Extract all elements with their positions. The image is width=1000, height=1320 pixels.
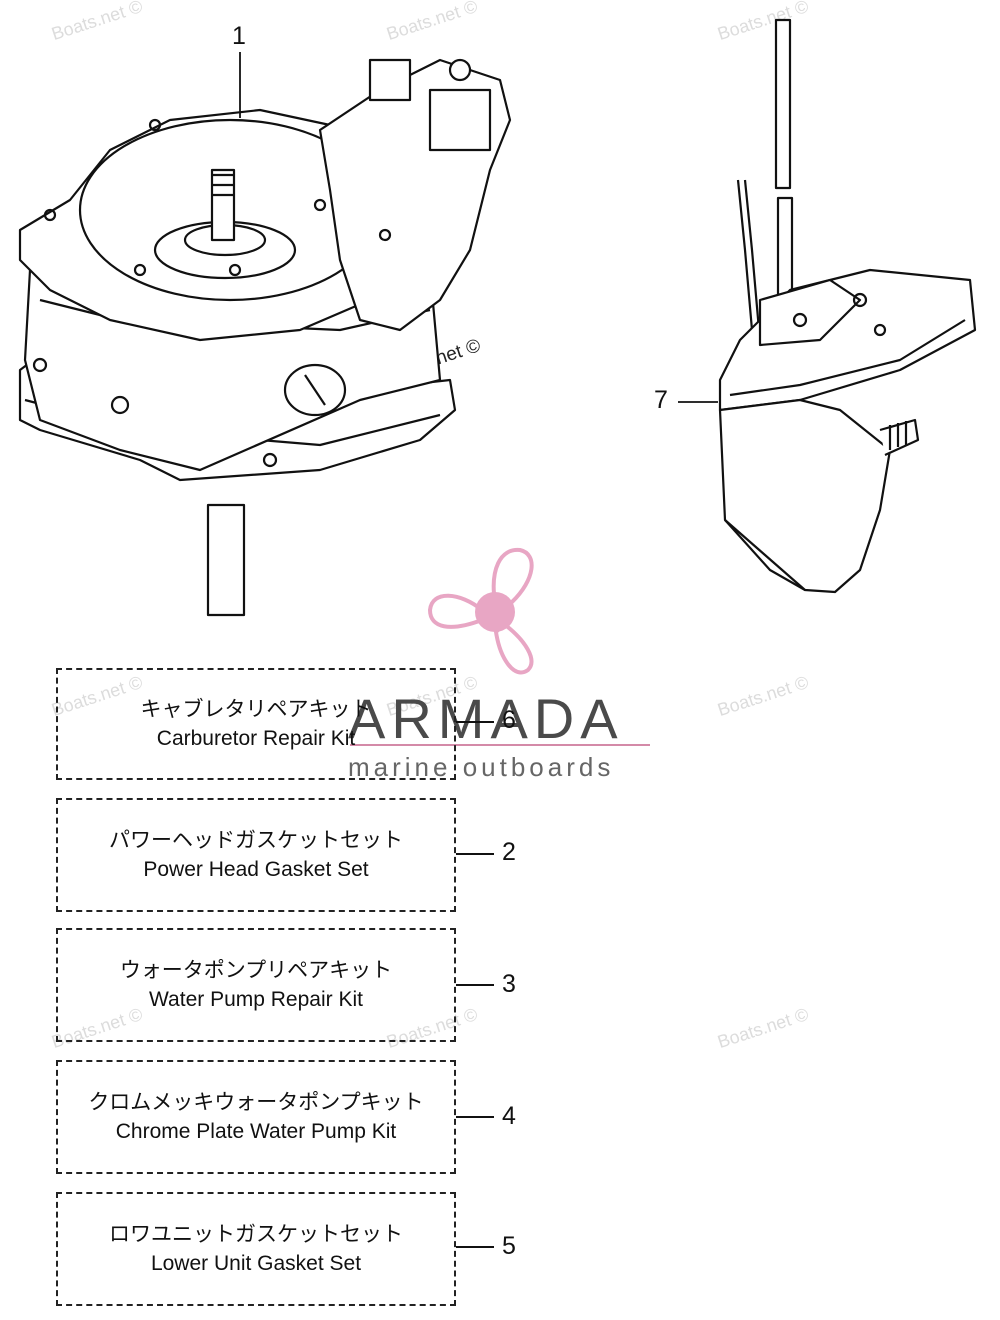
kit-label-en: Carburetor Repair Kit bbox=[156, 727, 356, 750]
brand-rule bbox=[350, 744, 650, 746]
brand-name: ARMADA bbox=[348, 687, 624, 750]
armada-propeller-logo bbox=[427, 547, 534, 675]
kit-leader-line bbox=[456, 1116, 494, 1118]
callout-6: 6 bbox=[502, 706, 516, 734]
kit-box-water-pump-repair: ウォータポンプリペアキット Water Pump Repair Kit bbox=[56, 928, 456, 1042]
lower-unit-illustration bbox=[678, 18, 977, 594]
kit-label-jp: ロワユニットガスケットセット bbox=[109, 1222, 403, 1246]
kit-label-en: Water Pump Repair Kit bbox=[149, 988, 363, 1011]
brand-tagline: marine outboards bbox=[348, 752, 615, 782]
kit-leader-line bbox=[456, 1246, 494, 1248]
callout-1: 1 bbox=[232, 22, 246, 50]
kit-box-chrome-water-pump: クロムメッキウォータポンプキット Chrome Plate Water Pump… bbox=[56, 1060, 456, 1174]
kit-leader-line bbox=[456, 984, 494, 986]
callout-7: 7 bbox=[654, 386, 668, 414]
kit-leader-line bbox=[456, 721, 494, 723]
kit-box-lower-unit-gasket: ロワユニットガスケットセット Lower Unit Gasket Set bbox=[56, 1192, 456, 1306]
callout-2: 2 bbox=[502, 838, 516, 866]
kit-label-en: Chrome Plate Water Pump Kit bbox=[115, 1120, 397, 1143]
kit-box-power-head-gasket: パワーヘッドガスケットセット Power Head Gasket Set bbox=[56, 798, 456, 912]
callout-4: 4 bbox=[502, 1102, 516, 1130]
callout-3: 3 bbox=[502, 970, 516, 998]
watermark: Boats.net © bbox=[715, 671, 811, 721]
callout-5: 5 bbox=[502, 1232, 516, 1260]
kit-label-jp: パワーヘッドガスケットセット bbox=[109, 828, 403, 852]
power-head-illustration bbox=[18, 52, 512, 617]
kit-label-jp: キャブレタリペアキット bbox=[140, 697, 372, 721]
watermark: Boats.net © bbox=[715, 1003, 811, 1053]
kit-leader-line bbox=[456, 853, 494, 855]
kit-box-carburetor-repair: キャブレタリペアキット Carburetor Repair Kit bbox=[56, 668, 456, 780]
kit-label-jp: クロムメッキウォータポンプキット bbox=[88, 1090, 424, 1114]
kit-label-en: Lower Unit Gasket Set bbox=[150, 1252, 362, 1275]
kit-label-jp: ウォータポンプリペアキット bbox=[119, 958, 393, 982]
kit-label-en: Power Head Gasket Set bbox=[143, 858, 369, 881]
